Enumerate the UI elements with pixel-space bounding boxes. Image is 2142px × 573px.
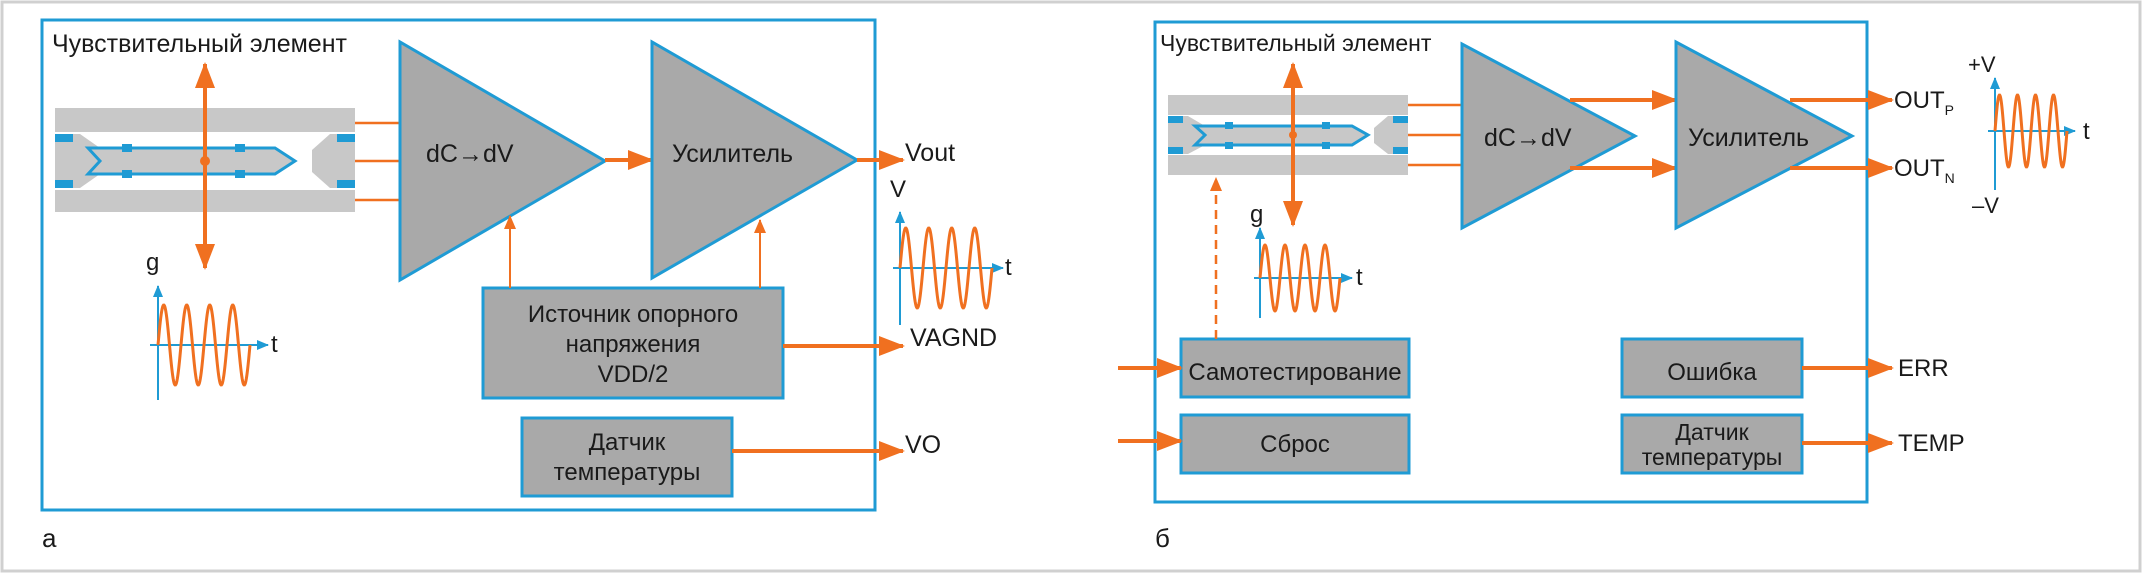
panel-a-g-graph: g t [146,249,278,400]
panel-b-reset-label: Сброс [1260,431,1330,458]
panel-a-border [40,18,877,512]
panel-b-amplifier-triangle [1674,39,1856,231]
panel-b-out-minus-v: –V [1972,193,1999,218]
panel-b-temperature-block [1620,413,1804,475]
panel-b-out-plus-v: +V [1968,52,1996,77]
panel-b-selftest-label: Самотестирование [1188,359,1401,386]
panel-a-sensor-label: Чувствительный элемент [52,30,347,58]
panel-a-v-graph: V t [890,176,1012,325]
panel-a-converter-label: dC→dV [426,140,514,168]
panel-b-border [1153,20,1869,504]
panel-b-out-graph: +V –V t [1968,52,2090,218]
panel-b-error-block [1620,337,1804,399]
panel-a-vout-label: Vout [905,139,955,167]
panel-a-caption: а [42,523,57,553]
panel-a-reference-line-2: напряжения [566,331,701,358]
panel-a-temperature-block [520,416,734,498]
panel-b-selftest-block [1179,337,1411,399]
panel-a-v-t-label: t [1005,254,1012,281]
panel-b-temp-label: TEMP [1898,430,1965,457]
panel-a-g-axis-label: g [146,249,159,276]
panel-a-temperature-line-2: температуры [554,459,701,486]
panel-b-caption: б [1155,523,1170,553]
panel-a: Чувствительный элемент dC→dV [40,18,1012,553]
panel-a-v-axis-label: V [890,176,906,203]
panel-a-vagnd-label: VAGND [910,324,997,352]
panel-a-g-t-label: t [271,331,278,358]
panel-b-g-graph: g t [1250,201,1363,318]
panel-b-sensor-element [1168,95,1408,175]
panel-a-amplifier-label: Усилитель [672,140,793,168]
panel-a-v-wave [898,226,994,310]
panel-a-vo-label: VO [905,431,941,459]
panel-b-error-label: Ошибка [1667,359,1757,386]
panel-b-g-t-label: t [1356,264,1363,291]
panel-b-g-wave [1258,243,1342,313]
panel-b-amplifier-label: Усилитель [1688,124,1809,152]
panel-b: Чувствительный элемент dC→dV [1118,20,2090,553]
panel-b-err-label: ERR [1898,355,1949,382]
panel-a-g-wave [156,303,252,387]
panel-a-converter-triangle [398,39,608,283]
panel-b-temperature-line-1: Датчик [1675,419,1749,445]
panel-a-reference-block [481,286,785,400]
panel-b-reset-block [1179,413,1411,475]
panel-b-out-wave [1993,93,2069,169]
panel-a-reference-line-3: VDD/2 [598,361,669,388]
panel-a-temperature-line-1: Датчик [589,429,666,456]
panel-b-out-t-label: t [2083,118,2090,145]
panel-b-temperature-line-2: температуры [1642,444,1783,470]
panel-b-g-axis-label: g [1250,201,1263,228]
panel-a-reference-line-1: Источник опорного [528,301,738,328]
panel-b-converter-label: dC→dV [1484,124,1572,152]
panel-b-outn-label: OUTN [1894,155,1955,186]
panel-b-converter-triangle [1460,41,1639,231]
panel-b-outp-label: OUTP [1894,87,1954,118]
panel-b-sensor-label: Чувствительный элемент [1160,30,1432,56]
